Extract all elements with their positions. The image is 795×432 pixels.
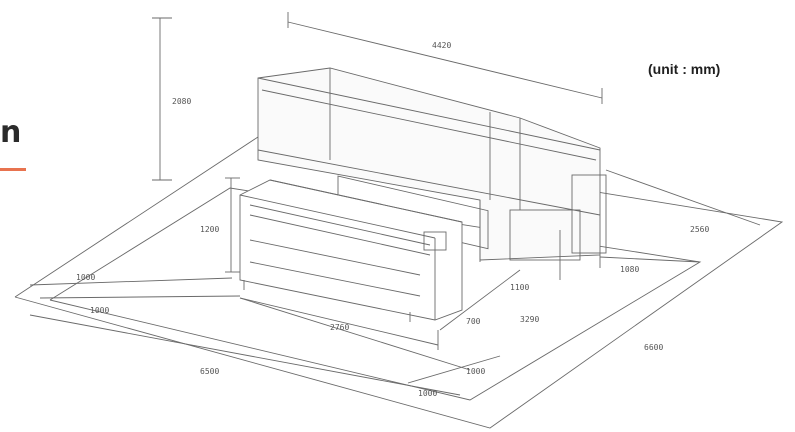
printer-base-line (257, 149, 601, 216)
dim-front-clearance-inner: 1000 (418, 389, 437, 398)
feeder-length-dim-line (239, 297, 439, 346)
dim-gap-depth: 1100 (510, 283, 529, 292)
floor-line-left-1 (29, 277, 233, 286)
dim-left-clearance-inner: 1000 (90, 306, 109, 315)
length-dim-line (287, 21, 603, 99)
dim-depth-rear: 2560 (690, 225, 709, 234)
floor-outline-outer (14, 136, 784, 429)
floor-line-depth (439, 269, 521, 331)
dim-front-clearance-outer: 1000 (466, 367, 485, 376)
dim-feeder-depth: 700 (466, 317, 481, 326)
floor-line-front-3 (407, 355, 501, 384)
printer-rear-box (571, 174, 607, 254)
heading-underline (0, 168, 26, 171)
printer-side-cabinet (509, 209, 581, 261)
dim-feeder-length: 2760 (330, 323, 349, 332)
feeder-front-edge (239, 194, 436, 239)
dim-rear-clearance: 1080 (620, 265, 639, 274)
floor-line-rear-1 (605, 169, 761, 226)
heading-fragment: n (0, 115, 22, 150)
feeder-top-edge (269, 179, 463, 223)
unit-label: (unit : mm) (648, 61, 721, 77)
dim-left-clearance-outer: 1000 (76, 273, 95, 282)
floor-line-left-2 (39, 295, 241, 299)
floor-line-rear-2 (599, 256, 701, 263)
dim-machine-length: 4420 (432, 41, 451, 50)
dim-floor-depth: 6600 (644, 343, 663, 352)
printer-top-ridge-2 (261, 89, 597, 161)
floor-line-front-2 (29, 314, 461, 396)
dim-feeder-height: 1200 (200, 225, 219, 234)
feeder-roller-2 (249, 214, 431, 256)
feeder-roller-3 (249, 239, 421, 276)
feeder-roller-1 (249, 204, 431, 246)
floor-line-front-1 (239, 297, 471, 371)
feeder-roller-4 (249, 261, 421, 297)
feeder-control-panel (423, 231, 447, 251)
dim-machine-height: 2080 (172, 97, 191, 106)
dim-machine-depth: 3290 (520, 315, 539, 324)
printer-top-ridge (257, 77, 601, 151)
dim-floor-length: 6500 (200, 367, 219, 376)
